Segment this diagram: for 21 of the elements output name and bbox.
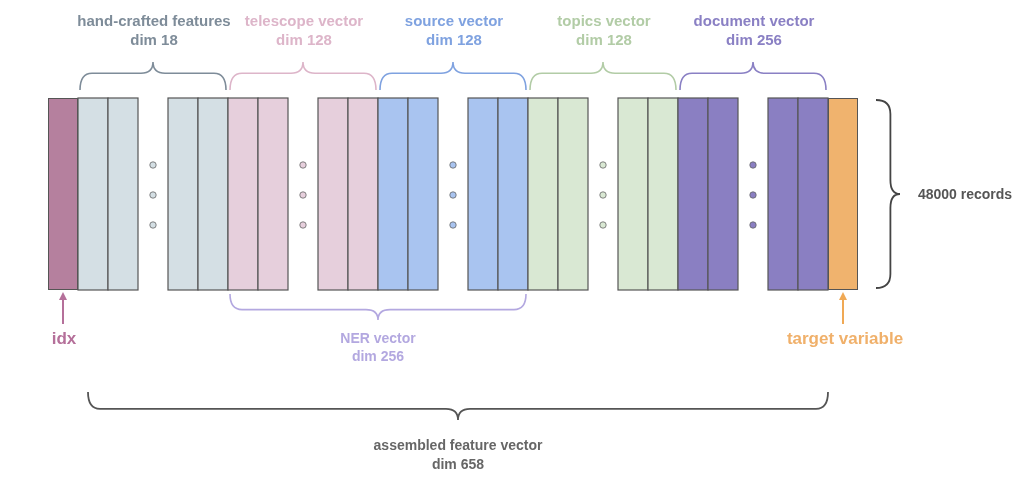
group-label: dim 658	[431, 456, 485, 474]
arrow	[839, 292, 847, 325]
group-label: document vector	[693, 12, 815, 31]
vector-column	[48, 98, 78, 290]
group-label: dim 128	[276, 31, 332, 50]
column-label: target variable	[770, 326, 920, 352]
group-label: dim 256	[351, 348, 405, 366]
group-label: dim 128	[426, 31, 482, 50]
group-label: hand-crafted features	[77, 12, 231, 31]
group-label: assembled feature vector	[373, 437, 543, 455]
group-label: dim 18	[130, 31, 178, 50]
group-label: dim 128	[576, 31, 632, 50]
vector-column	[828, 98, 858, 290]
record-count-label: 48000 records	[917, 186, 1013, 204]
group-label: dim 256	[726, 31, 782, 50]
group-label: NER vector	[340, 330, 416, 348]
group-label: telescope vector	[244, 12, 364, 31]
column-label: idx	[0, 326, 128, 352]
arrow	[59, 292, 67, 325]
group-label: topics vector	[557, 12, 651, 31]
group-label: source vector	[404, 12, 504, 31]
